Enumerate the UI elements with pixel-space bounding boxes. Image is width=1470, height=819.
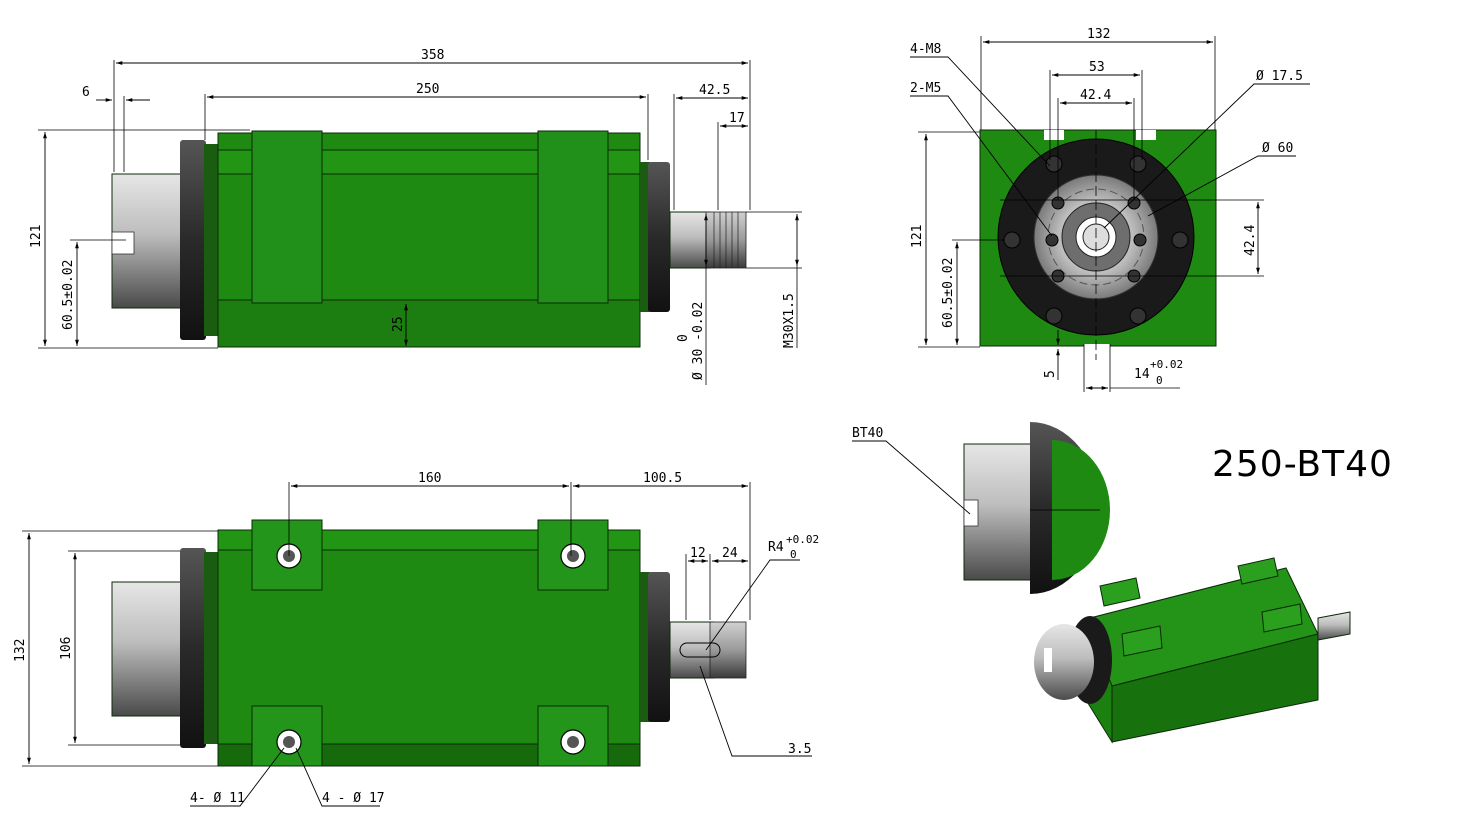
dim-14-tol-low: 0 <box>1156 374 1163 387</box>
dim-60-5-front: 60.5±0.02 <box>941 258 956 328</box>
dim-60-5-side: 60.5±0.02 <box>61 260 76 330</box>
dim-r4-tol-low: 0 <box>790 548 797 561</box>
dim-53: 53 <box>1089 60 1105 75</box>
dim-24: 24 <box>722 546 738 561</box>
dim-14: 14 <box>1134 367 1150 382</box>
label-4-m8: 4-M8 <box>910 42 941 57</box>
dim-250: 250 <box>416 82 439 97</box>
dim-42-4-right: 42.4 <box>1243 225 1258 256</box>
dim-42-5: 42.5 <box>699 83 730 98</box>
dim-358: 358 <box>421 48 444 63</box>
dim-30-tol: 0 <box>676 334 691 342</box>
dim-25: 25 <box>391 316 406 332</box>
dim-m30: M30X1.5 <box>782 293 797 348</box>
dim-30: Ø 30 -0.02 <box>691 302 706 380</box>
dim-12: 12 <box>690 546 706 561</box>
drawing-title: 250-BT40 <box>1212 444 1393 485</box>
label-bt40: BT40 <box>852 426 883 441</box>
dim-132-front: 132 <box>1087 27 1110 42</box>
dim-160: 160 <box>418 471 441 486</box>
dim-132-top-view: 132 <box>13 639 28 662</box>
dim-14-tol-up: +0.02 <box>1150 358 1183 371</box>
side-view: 358 250 6 42.5 17 121 60.5±0.02 25 0 Ø 3… <box>29 48 802 385</box>
dim-42-4-top: 42.4 <box>1080 88 1111 103</box>
dim-r4: R4 <box>768 540 784 555</box>
iso-view <box>1034 557 1351 744</box>
bt40-detail: BT40 <box>852 422 1110 594</box>
front-view: 132 53 42.4 4-M8 2-M5 Ø 17.5 Ø 60 42.4 1… <box>910 27 1310 392</box>
label-holes-11: 4- Ø 11 <box>190 791 245 806</box>
label-holes-17: 4 - Ø 17 <box>322 791 385 806</box>
dim-121-front: 121 <box>910 225 925 248</box>
dim-100-5: 100.5 <box>643 471 682 486</box>
dim-17: 17 <box>729 111 745 126</box>
top-view: 160 100.5 12 24 R4 +0.02 0 132 106 3.5 4… <box>13 471 819 807</box>
dim-106: 106 <box>59 637 74 660</box>
label-2-m5: 2-M5 <box>910 81 941 96</box>
label-d60: Ø 60 <box>1262 141 1293 156</box>
dim-5: 5 <box>1043 370 1058 378</box>
dim-121-side: 121 <box>29 225 44 248</box>
dim-r4-tol-up: +0.02 <box>786 533 819 546</box>
label-d17-5: Ø 17.5 <box>1256 69 1303 84</box>
dim-6: 6 <box>82 85 90 100</box>
dim-3-5: 3.5 <box>788 742 811 757</box>
